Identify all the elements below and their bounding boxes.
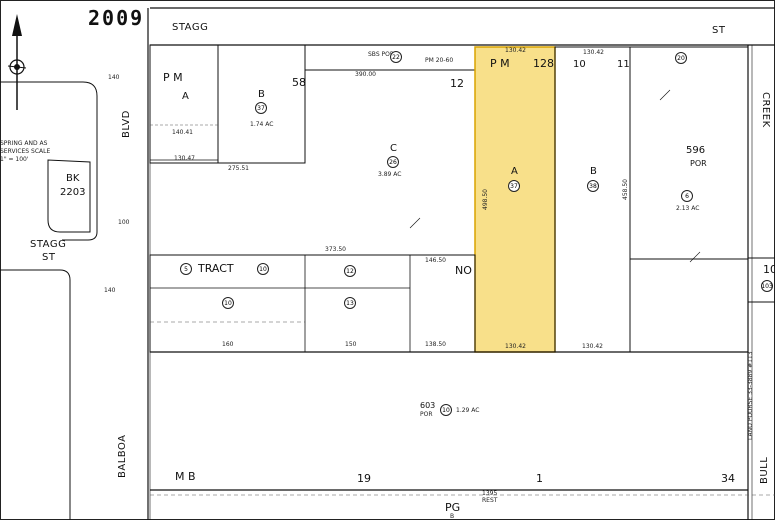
street-bull: BULL	[759, 456, 770, 484]
dim-138: 138.50	[425, 341, 446, 348]
parcel-603-por: POR	[420, 411, 433, 418]
parcel-603-label: 603	[420, 401, 436, 410]
tick-2	[689, 251, 701, 263]
north-arrow	[7, 14, 27, 110]
pm-left-label: P M	[163, 71, 183, 84]
lot-10-right: 10	[763, 263, 775, 276]
circle-26: 26	[387, 156, 399, 168]
mb-label: M B	[175, 470, 196, 483]
dim-130-42-b: 130.42	[583, 49, 604, 56]
dim-100-left: 100	[118, 219, 130, 226]
dim-140-left: 140	[108, 74, 120, 81]
street-creek: CREEK	[760, 92, 771, 128]
pm58-block	[149, 44, 306, 164]
label-34: 34	[721, 472, 735, 485]
circle-37-left: 37	[255, 102, 267, 114]
label-11-top: 11	[617, 59, 630, 70]
bk-number: 2203	[60, 187, 86, 198]
street-blvd: BLVD	[121, 110, 132, 138]
dim-160: 160	[222, 341, 234, 348]
tract-label: TRACT	[198, 262, 234, 275]
tick-3	[659, 89, 671, 101]
circle-37-center: 37	[508, 180, 520, 192]
label-1: 1	[536, 472, 543, 485]
map-year: 2009	[88, 6, 145, 30]
street-stagg-left-st: ST	[42, 252, 56, 263]
lano-note: LANO POURSE 33-3889 #113	[747, 351, 754, 440]
circle-5: 5	[180, 263, 192, 275]
dim-458: 458.50	[622, 179, 629, 200]
parcel-b-right-label: B	[590, 166, 597, 177]
dim-146: 146.50	[425, 257, 446, 264]
label-19: 19	[357, 472, 371, 485]
acreage-1-74: 1.74 AC	[250, 121, 274, 128]
dim-275: 275.51	[228, 165, 249, 172]
dim-130-42-b-bot: 130.42	[582, 343, 603, 350]
dim-140-41: 140.41	[172, 129, 193, 136]
circle-20: 20	[675, 52, 687, 64]
label-12: 12	[450, 77, 464, 90]
parcel-a-center: A	[511, 166, 518, 177]
circle-10-a: 10	[257, 263, 269, 275]
acreage-3-89: 3.89 AC	[378, 171, 402, 178]
street-balboa: BALBOA	[117, 434, 128, 479]
services-note: SPRING AND AS SERVICES SCALE 1" = 100'	[0, 140, 51, 163]
label-128: 128	[533, 57, 554, 70]
rest-note: 1395 REST	[482, 490, 498, 504]
pg-sub-label: B	[450, 513, 455, 520]
dim-130-42-top: 130.42	[505, 47, 526, 54]
label-58: 58	[292, 76, 306, 89]
pm-center-label: P M	[490, 57, 510, 70]
circle-13: 13	[344, 297, 356, 309]
label-10-top: 10	[573, 59, 586, 70]
no-label: NO	[455, 264, 472, 277]
dim-150: 150	[345, 341, 357, 348]
bk-label: BK	[66, 173, 80, 184]
street-stagg-st: ST	[712, 25, 726, 36]
circle-10-b: 10	[222, 297, 234, 309]
parcel-b-right	[554, 46, 631, 353]
parcel-c-label: C	[390, 143, 397, 154]
acreage-2-13: 2.13 AC	[676, 205, 700, 212]
dim-130-47: 130.47	[174, 155, 195, 162]
parcel-596-por: POR	[690, 159, 707, 168]
pg-label: PG	[445, 501, 461, 514]
dim-130-42-bot: 130.42	[505, 343, 526, 350]
tick-1	[409, 217, 421, 229]
dim-390: 390.00	[355, 71, 376, 78]
acreage-603: 1.29 AC	[456, 407, 480, 414]
circle-22: 22	[390, 51, 402, 63]
left-lower-road	[0, 269, 71, 520]
dim-373: 373.50	[325, 246, 346, 253]
left-bk-outline	[47, 159, 91, 233]
pm-left-b: B	[258, 89, 265, 100]
circle-38: 38	[587, 180, 599, 192]
por-sbs: SBS POR	[368, 51, 395, 58]
pm-left-a: A	[182, 91, 189, 102]
pm-20-60: PM 20-60	[425, 57, 454, 64]
circle-103: 103	[761, 280, 773, 292]
circle-6: 6	[681, 190, 693, 202]
street-stagg-left: STAGG	[30, 239, 67, 250]
parcel-596-label: 596	[686, 145, 706, 156]
circle-10-c: 10	[440, 404, 452, 416]
left-curve-road	[0, 81, 98, 241]
circle-12: 12	[344, 265, 356, 277]
highlighted-parcel	[474, 46, 556, 353]
street-stagg-top: STAGG	[172, 22, 209, 33]
dim-498: 498.50	[482, 189, 489, 210]
dim-140-left2: 140	[104, 287, 116, 294]
